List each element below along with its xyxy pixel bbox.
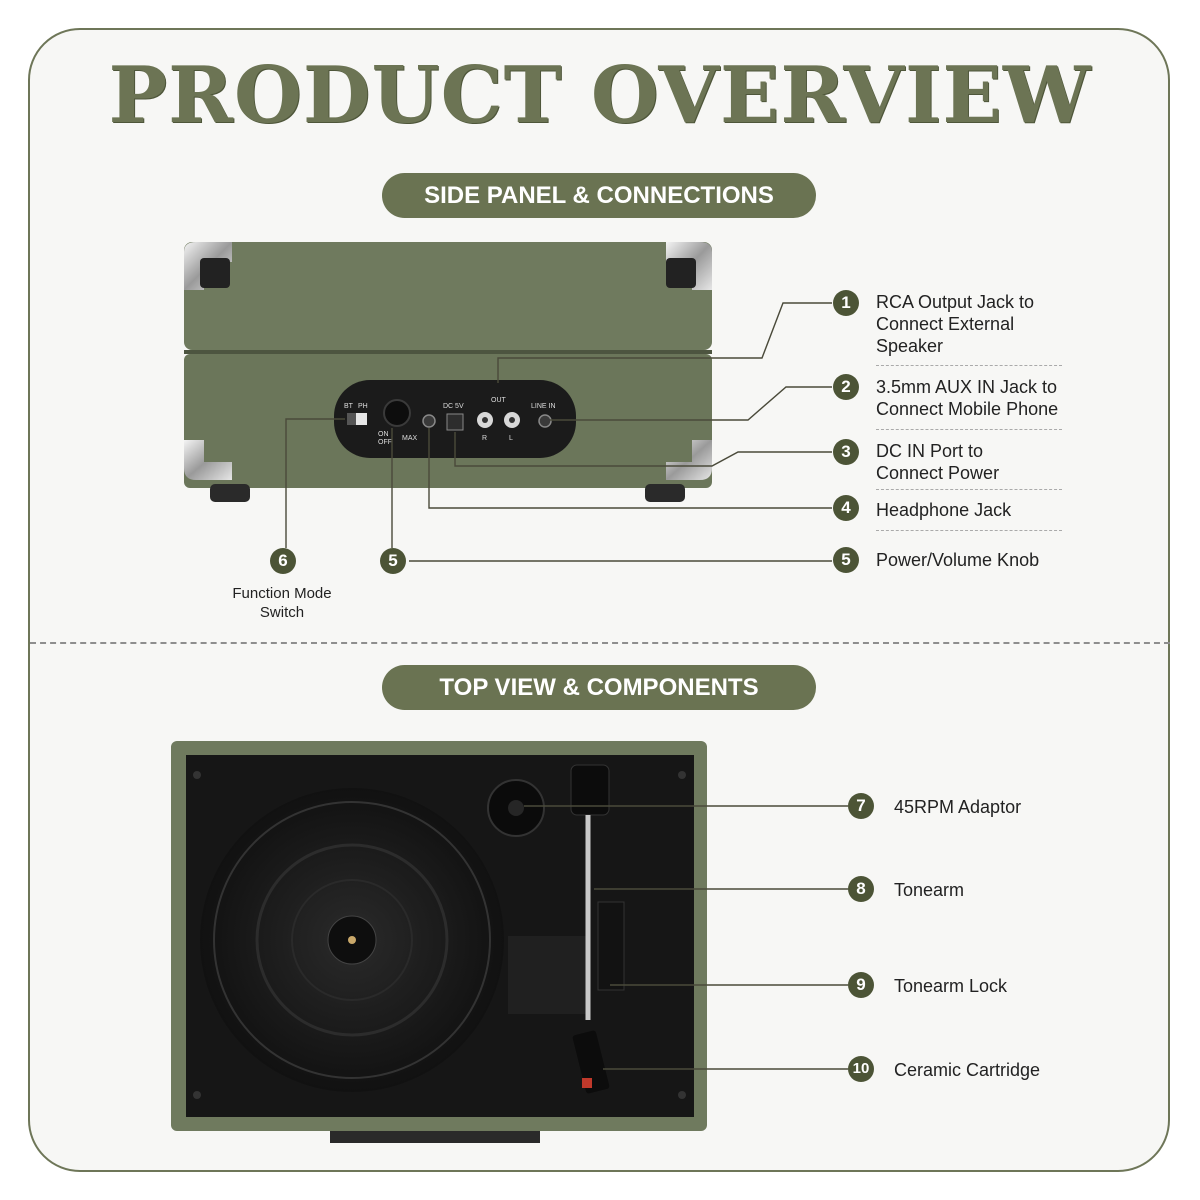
callout-separator xyxy=(876,489,1062,490)
section-divider xyxy=(30,642,1170,644)
callout-separator xyxy=(876,429,1062,430)
callout-badge-5-left: 5 xyxy=(380,548,406,574)
callout-badge-5: 5 xyxy=(833,547,859,573)
dc-label: DC 5V xyxy=(443,403,464,410)
callout-badge-1: 1 xyxy=(833,290,859,316)
callout-label-rca-output: RCA Output Jack to Connect External Spea… xyxy=(876,292,1035,356)
on-label: ON xyxy=(378,431,389,438)
section-header-top-view: TOP VIEW & COMPONENTS xyxy=(382,665,816,710)
callout-badge-4: 4 xyxy=(833,495,859,521)
dc-in-port xyxy=(446,413,464,431)
l-label: L xyxy=(509,435,513,442)
volume-knob xyxy=(383,399,411,427)
callout-label-tonearm-lock: Tonearm Lock xyxy=(894,976,1008,996)
callout-label-aux-in: 3.5mm AUX IN Jack to Connect Mobile Phon… xyxy=(876,377,1059,419)
headphone-jack xyxy=(422,414,436,428)
callout-separator xyxy=(876,530,1062,531)
tonearm-lock-panel xyxy=(597,901,625,991)
corner-bottom-left xyxy=(184,440,232,480)
callout-badge-9: 9 xyxy=(848,972,874,998)
callout-badge-8: 8 xyxy=(848,876,874,902)
callout-badge-7: 7 xyxy=(848,793,874,819)
corner-bottom-right xyxy=(666,440,712,480)
callout-badge-2: 2 xyxy=(833,374,859,400)
ceramic-cartridge xyxy=(572,1030,610,1094)
callout-label-ceramic-cartridge: Ceramic Cartridge xyxy=(894,1060,1041,1080)
ph-label: PH xyxy=(358,403,368,410)
handle xyxy=(330,1131,540,1143)
off-label: OFF xyxy=(378,439,392,446)
out-label: OUT xyxy=(491,397,507,404)
max-label: MAX xyxy=(402,435,418,442)
top-leader-lines xyxy=(524,805,848,1070)
aux-in-jack xyxy=(538,414,552,428)
callout-label-rpm-adaptor: 45RPM Adaptor xyxy=(894,797,1022,817)
page-title: PRODUCT OVERVIEW xyxy=(108,50,1092,141)
line-in-label: LINE IN xyxy=(531,403,556,410)
callout-badge-10: 10 xyxy=(848,1056,874,1082)
callout-badge-3: 3 xyxy=(833,439,859,465)
r-label: R xyxy=(482,435,487,442)
callout-label-headphone: Headphone Jack xyxy=(876,500,1012,520)
foot-left xyxy=(210,484,250,502)
callout-label-tonearm: Tonearm xyxy=(894,880,965,900)
callout-label-dc-in: DC IN Port to Connect Power xyxy=(876,441,1000,483)
turntable-top-view xyxy=(171,741,707,1143)
bt-label: BT xyxy=(344,403,354,410)
tonearm-pivot xyxy=(570,764,610,816)
foot-right xyxy=(645,484,685,502)
section-header-side-panel: SIDE PANEL & CONNECTIONS xyxy=(382,173,816,218)
callout-label-volume-knob: Power/Volume Knob xyxy=(876,550,1040,570)
callout-badge-6: 6 xyxy=(270,548,296,574)
case-lid xyxy=(184,242,712,350)
callout-separator xyxy=(876,365,1062,366)
spindle xyxy=(348,936,356,944)
tonearm-rest-area xyxy=(508,936,586,1014)
callout-label-function-switch: Function Mode Switch xyxy=(232,585,332,621)
side-leader-lines xyxy=(285,302,832,562)
case-side-view: BT PH ON OFF MAX DC 5V OUT R L LINE IN xyxy=(184,242,712,502)
corner-top-left xyxy=(184,242,232,290)
corner-top-right xyxy=(666,242,712,290)
